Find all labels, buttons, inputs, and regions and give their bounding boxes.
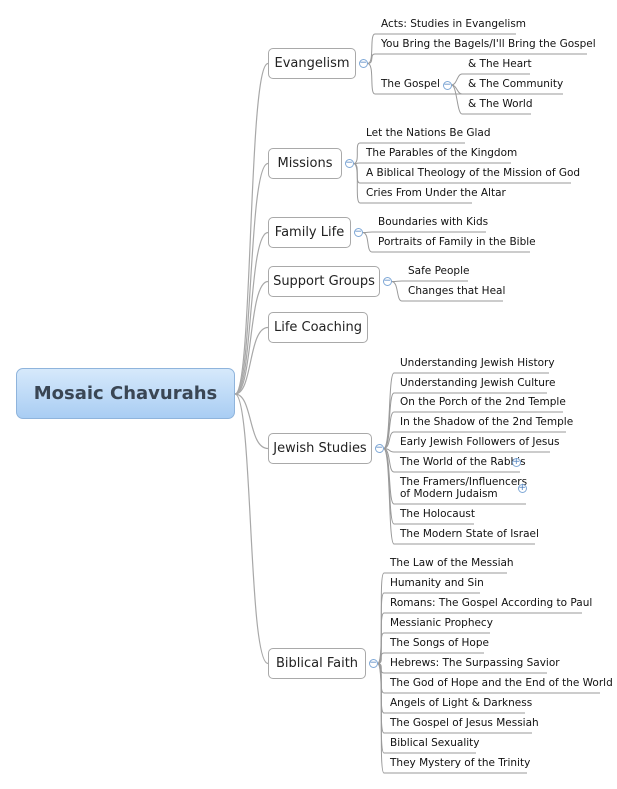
collapse-evangelism-icon[interactable]: − <box>358 58 368 68</box>
subtopic-understanding-jewish-culture[interactable]: Understanding Jewish Culture <box>400 377 556 389</box>
subtopic-the-world-of-the-rabbis[interactable]: The World of the Rabbis <box>400 456 526 468</box>
subtopic-they-mystery-of-the-trinity[interactable]: They Mystery of the Trinity <box>390 757 531 769</box>
connector-line <box>234 393 269 450</box>
connector-line <box>234 62 269 395</box>
connector-line <box>451 84 463 115</box>
subtopic-and-the-community[interactable]: & The Community <box>468 78 564 90</box>
subtopic-cries-from-under-the-altar[interactable]: Cries From Under the Altar <box>366 187 506 199</box>
subtopic-and-the-heart[interactable]: & The Heart <box>468 58 532 70</box>
connector-line <box>367 33 376 64</box>
subtopic-messianic-prophecy[interactable]: Messianic Prophecy <box>390 617 493 629</box>
subtopic-the-gospel-of-jesus-messiah[interactable]: The Gospel of Jesus Messiah <box>390 717 539 729</box>
collapse-support-groups-icon[interactable]: − <box>382 276 392 286</box>
connector-line <box>234 162 269 395</box>
subtopic-humanity-and-sin[interactable]: Humanity and Sin <box>390 577 484 589</box>
connector-line <box>383 411 395 449</box>
subtopic-angels-of-light-and-darkness[interactable]: Angels of Light & Darkness <box>390 697 533 709</box>
subtopic-in-the-shadow-of-the-2nd-temple[interactable]: In the Shadow of the 2nd Temple <box>400 416 574 428</box>
connector-line <box>353 142 361 164</box>
collapse-family-life-icon[interactable]: − <box>353 227 363 237</box>
collapse-biblical-faith-icon[interactable]: − <box>368 658 378 668</box>
subtopic-understanding-jewish-history[interactable]: Understanding Jewish History <box>400 357 555 369</box>
expand-the-framers-influencers-icon[interactable]: + <box>517 482 527 493</box>
subtopic-portraits-of-family-in-the-bible[interactable]: Portraits of Family in the Bible <box>378 236 536 248</box>
connector-line <box>234 326 269 395</box>
connector-line <box>362 232 373 253</box>
topic-jewish-studies[interactable]: Jewish Studies <box>268 433 372 464</box>
subtopic-safe-people[interactable]: Safe People <box>408 265 470 277</box>
subtopic-on-the-porch-of-the-2nd-temple[interactable]: On the Porch of the 2nd Temple <box>400 396 566 408</box>
subtopic-biblical-sexuality[interactable]: Biblical Sexuality <box>390 737 480 749</box>
subtopic-the-gospel[interactable]: The Gospel <box>381 78 440 90</box>
connector-line <box>367 63 376 95</box>
subtopic-boundaries-with-kids[interactable]: Boundaries with Kids <box>378 216 489 228</box>
connector-line <box>383 431 395 449</box>
collapse-jewish-studies-icon[interactable]: − <box>374 443 384 453</box>
topic-biblical-faith[interactable]: Biblical Faith <box>268 648 366 679</box>
subtopic-the-god-of-hope-and-the-end-of-the-world[interactable]: The God of Hope and the End of the World <box>390 677 613 689</box>
expand-the-world-of-the-rabbis-icon[interactable]: + <box>511 456 521 467</box>
subtopic-the-law-of-the-messiah[interactable]: The Law of the Messiah <box>390 557 514 569</box>
connector-line <box>377 663 385 774</box>
subtopic-the-parables-of-the-kingdom[interactable]: The Parables of the Kingdom <box>366 147 518 159</box>
topic-missions[interactable]: Missions <box>268 148 342 179</box>
connector-line <box>451 73 463 86</box>
subtopic-early-jewish-followers-of-jesus[interactable]: Early Jewish Followers of Jesus <box>400 436 560 448</box>
subtopic-a-biblical-theology-of-the-mission-of-god[interactable]: A Biblical Theology of the Mission of Go… <box>366 167 581 179</box>
connector-line <box>234 393 269 665</box>
connector-line <box>377 632 385 664</box>
central-topic[interactable]: Mosaic Chavurahs <box>16 368 235 419</box>
topic-life-coaching[interactable]: Life Coaching <box>268 312 368 343</box>
connector-line <box>234 231 269 395</box>
connector-line <box>383 448 395 545</box>
topic-family-life[interactable]: Family Life <box>268 217 351 248</box>
subtopic-the-modern-state-of-israel[interactable]: The Modern State of Israel <box>400 528 539 540</box>
connector-line <box>353 163 361 204</box>
subtopic-the-framers-influencers-of-modern-judaism[interactable]: The Framers/Influencers of Modern Judais… <box>400 476 528 500</box>
subtopic-the-songs-of-hope[interactable]: The Songs of Hope <box>390 637 489 649</box>
collapse-missions-icon[interactable]: − <box>344 158 354 168</box>
subtopic-let-the-nations-be-glad[interactable]: Let the Nations Be Glad <box>366 127 491 139</box>
subtopic-changes-that-heal[interactable]: Changes that Heal <box>408 285 506 297</box>
subtopic-acts-studies-in-evangelism[interactable]: Acts: Studies in Evangelism <box>381 18 527 30</box>
subtopic-the-holocaust[interactable]: The Holocaust <box>400 508 475 520</box>
topic-support-groups[interactable]: Support Groups <box>268 266 380 297</box>
connector-line <box>367 53 376 64</box>
connector-line <box>234 280 269 395</box>
connector-line <box>391 281 403 302</box>
collapse-the-gospel-icon[interactable]: − <box>442 79 452 90</box>
subtopic-you-bring-the-bagels-i-ll-bring-the-gospel[interactable]: You Bring the Bagels/I'll Bring the Gosp… <box>381 38 596 50</box>
subtopic-and-the-world[interactable]: & The World <box>468 98 533 110</box>
subtopic-romans-the-gospel-according-to-paul[interactable]: Romans: The Gospel According to Paul <box>390 597 593 609</box>
topic-evangelism[interactable]: Evangelism <box>268 48 356 79</box>
subtopic-hebrews-the-surpassing-savior[interactable]: Hebrews: The Surpassing Savior <box>390 657 560 669</box>
